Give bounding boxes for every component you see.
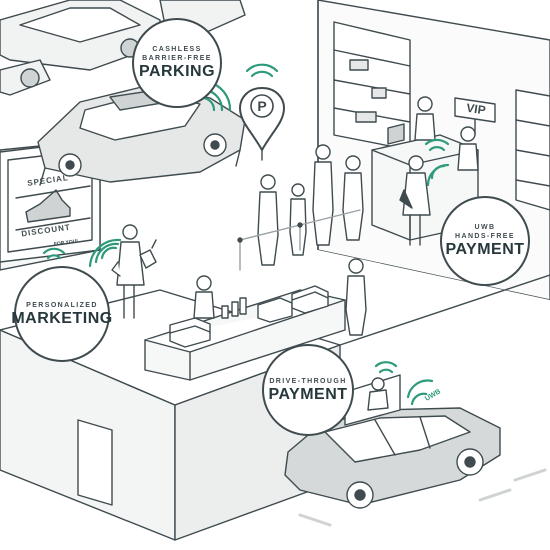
marketing-badge-title: MARKETING (11, 309, 113, 327)
drive-through-car (284, 407, 547, 527)
drive-through-payment-badge: DRIVE-THROUGH PAYMENT (262, 344, 354, 436)
drive-through-window (344, 374, 401, 426)
marketing-badge-line1: PERSONALIZED (26, 301, 98, 309)
shopper-paying (399, 155, 431, 246)
hands-free-payment-badge: UWB HANDS-FREE PAYMENT (440, 196, 530, 286)
hands-free-badge-line1: UWB (474, 224, 496, 231)
marketing-badge: PERSONALIZED MARKETING (11, 266, 113, 362)
hands-free-badge-title: PAYMENT (445, 241, 525, 258)
marketing-shopper (111, 224, 157, 319)
queue-people (237, 144, 364, 271)
cashier (414, 96, 479, 171)
parking-badge-title: PARKING (138, 63, 216, 80)
hands-free-badge-line2: HANDS-FREE (455, 233, 515, 240)
drive-through-badge-line1: DRIVE-THROUGH (269, 377, 347, 385)
parking-badge-line2: BARRIER-FREE (142, 55, 212, 62)
shop-window (0, 139, 101, 263)
drive-through-badge-title: PAYMENT (268, 385, 348, 403)
parking-pin-marker (239, 87, 285, 161)
parking-badge: CASHLESS BARRIER-FREE PARKING (132, 18, 222, 108)
parking-pin-label: P (257, 98, 267, 114)
product-table (144, 258, 367, 381)
parking-badge-line1: CASHLESS (152, 46, 202, 53)
uwb-signal-icons (42, 63, 450, 406)
display-shelves (333, 21, 550, 211)
parking-car (37, 84, 246, 186)
